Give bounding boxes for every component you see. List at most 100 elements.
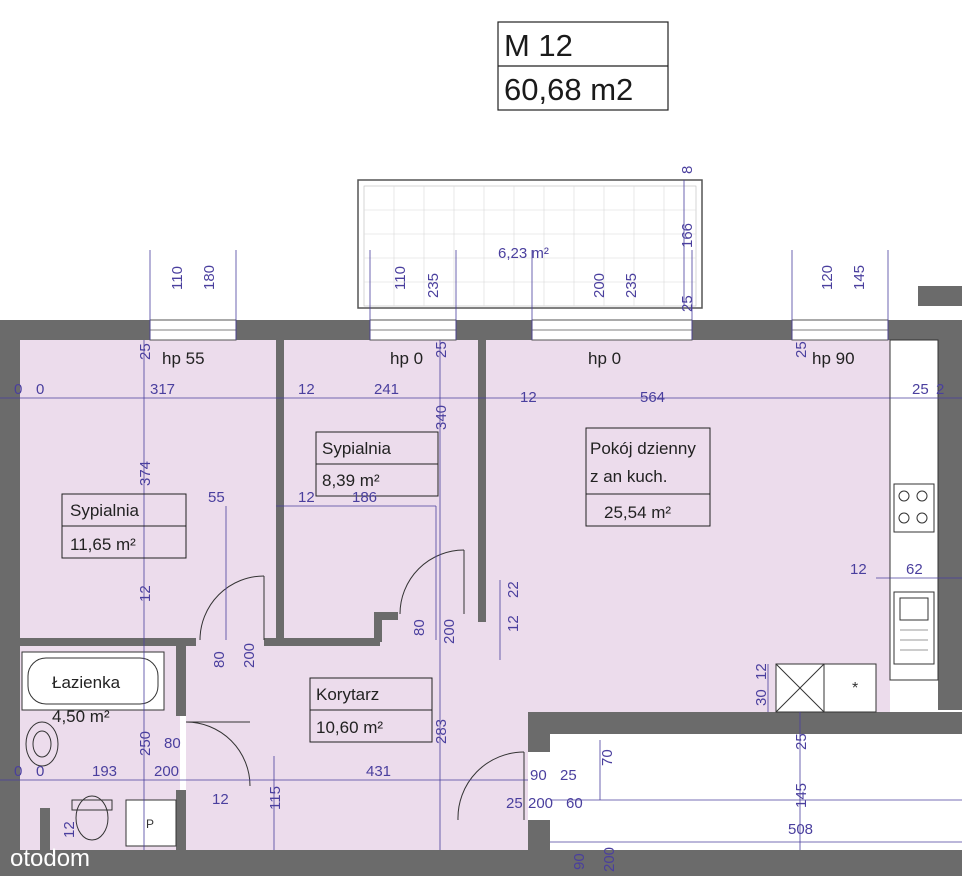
bedroom2-name: Sypialnia [322,439,392,458]
dim-25g: 25 [506,795,523,812]
sill-height-1: hp 55 [162,349,205,368]
room-label-corridor: Korytarz 10,60 m² [309,677,433,743]
dim-12i: 12 [61,821,78,838]
top-dim-235b: 235 [623,273,640,298]
dim-241: 241 [374,381,399,398]
balcony-dim-8: 8 [679,166,696,174]
dim-80b: 80 [411,619,428,636]
dim-115: 115 [267,786,284,810]
corridor-name: Korytarz [316,685,379,704]
unit-number: M 12 [504,28,573,63]
dim-25a: 25 [137,343,154,360]
room-label-living: Pokój dzienny z an kuch. 25,54 m² [585,427,711,527]
top-dim-180: 180 [201,265,218,290]
bedroom1-name: Sypialnia [70,501,140,520]
balcony: 6,23 m² 8 166 25 [357,166,703,312]
top-dim-200: 200 [591,273,608,298]
dim-12d: 12 [137,585,154,602]
balcony-area: 6,23 m² [498,245,549,262]
dim-60: 60 [566,795,583,812]
room-label-bathroom: Łazienka 4,50 m² [52,673,121,726]
dim-200e: 200 [601,847,618,872]
dim-431: 431 [366,763,391,780]
kitchen-counter [889,339,939,681]
sill-heights: hp 55 hp 0 hp 0 hp 90 [162,349,855,368]
dim-12c: 12 [298,489,315,506]
corridor-area: 10,60 m² [316,718,383,737]
watermark-logo: otodom [10,845,90,872]
dim-340: 340 [433,405,450,430]
dim-200c: 200 [154,763,179,780]
dim-374: 374 [137,461,154,486]
dimension-lines [0,250,962,850]
dim-0c: 0 [14,763,22,780]
top-dim-145: 145 [851,265,868,290]
sill-height-2: hp 0 [390,349,423,368]
dim-200b: 200 [441,619,458,644]
dim-22: 22 [505,581,522,598]
interior-dimensions: 0 0 317 12 241 12 564 25 2 55 12 186 12 … [14,381,944,838]
unit-title-box: M 12 60,68 m2 [497,21,669,111]
dim-0b: 0 [36,381,44,398]
dim-55: 55 [208,489,225,506]
svg-text:*: * [852,680,858,697]
dim-25d: 25 [912,381,929,398]
dim-62: 62 [906,561,923,578]
bathroom-area: 4,50 m² [52,707,110,726]
dim-508: 508 [788,821,813,838]
sill-height-4: hp 90 [812,349,855,368]
dim-12e: 12 [505,615,522,632]
living-area: 25,54 m² [604,503,671,522]
living-name-line2: z an kuch. [590,467,668,486]
top-dim-235a: 235 [425,273,442,298]
bedroom1-area: 11,65 m² [70,535,136,554]
dim-12b: 12 [520,389,537,406]
living-name-line1: Pokój dzienny [590,439,696,458]
top-dim-110a: 110 [169,266,186,290]
dim-25b: 25 [433,341,450,358]
dim-200d: 200 [528,795,553,812]
doors [185,549,525,821]
dim-193: 193 [92,763,117,780]
dim-283: 283 [433,719,450,744]
dim-145: 145 [793,783,810,808]
dim-25c: 25 [793,341,810,358]
top-dim-110b: 110 [392,266,409,290]
room-label-bedroom1: Sypialnia 11,65 m² [61,493,187,559]
dim-70: 70 [599,749,616,766]
dim-12h: 12 [212,791,229,808]
bedroom2-area: 8,39 m² [322,471,380,490]
dim-30: 30 [753,689,770,706]
walls [0,286,962,876]
sill-height-3: hp 0 [588,349,621,368]
dim-12f: 12 [850,561,867,578]
room-label-bedroom2: Sypialnia 8,39 m² [315,431,439,497]
top-dimensions: 110 180 110 235 200 235 120 145 [169,265,868,298]
dim-80c: 80 [164,735,181,752]
dim-25f: 25 [560,767,577,784]
dim-250: 250 [137,731,154,756]
dim-80a: 80 [211,651,228,668]
bathroom-name: Łazienka [52,673,121,692]
dim-564: 564 [640,389,665,406]
dim-90b: 90 [571,853,588,870]
dim-12a: 12 [298,381,315,398]
dim-25e: 25 [793,733,810,750]
balcony-dim-25: 25 [679,295,696,312]
balcony-dim-166: 166 [679,223,696,248]
boiler-label: P [146,817,154,831]
dim-317: 317 [150,381,175,398]
unit-area: 60,68 m2 [504,72,633,107]
dim-12g: 12 [753,663,770,680]
bathroom-fixtures: P [21,651,177,847]
dim-200a: 200 [241,643,258,668]
dim-186: 186 [352,489,377,506]
dim-90: 90 [530,767,547,784]
dim-0a: 0 [14,381,22,398]
top-dim-120: 120 [819,265,836,290]
windows [149,319,889,341]
dim-0d: 0 [36,763,44,780]
dim-2: 2 [936,381,944,398]
ventilation-shaft: * [775,663,877,713]
